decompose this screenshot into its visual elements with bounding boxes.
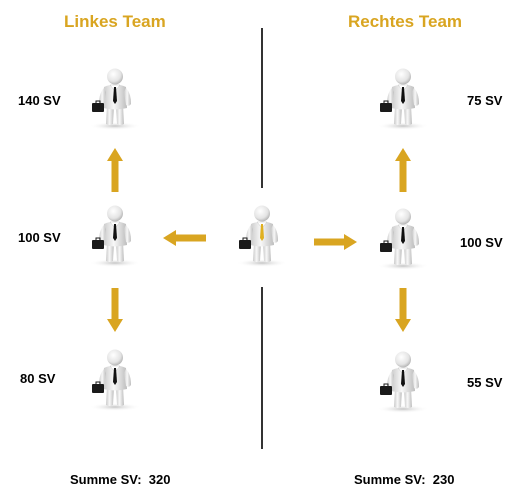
arrow-right-shaft: [314, 238, 345, 246]
briefcase-icon: [380, 386, 392, 395]
center-divider-bottom: [261, 287, 263, 449]
briefcase-handle: [242, 237, 248, 240]
briefcase-icon: [380, 103, 392, 112]
tie-icon: [401, 227, 405, 244]
tie-icon: [401, 87, 405, 104]
briefcase-icon: [239, 240, 251, 249]
businessman-figure: [373, 347, 433, 417]
briefcase-handle: [95, 100, 101, 103]
arrow-down-left-head: [107, 319, 123, 332]
arrow-down-right-icon: [395, 288, 411, 332]
tie-icon: [401, 370, 405, 387]
arrow-up-right-head: [395, 148, 411, 161]
arrow-up-left-head: [107, 148, 123, 161]
arrow-up-left-shaft: [111, 160, 119, 192]
right-team-title: Rechtes Team: [348, 12, 463, 31]
businessman-figure: [373, 204, 433, 274]
businessman-figure: [373, 64, 433, 134]
right-top-person-icon: [373, 64, 433, 134]
briefcase-icon: [92, 103, 104, 112]
briefcase-handle: [95, 237, 101, 240]
right-sum-label: Summe SV:: [354, 472, 426, 487]
right-bottom-person-icon: [373, 347, 433, 417]
briefcase-handle: [383, 383, 389, 386]
arrow-up-right-icon: [395, 148, 411, 192]
businessman-figure: [85, 345, 145, 415]
arrow-left-head: [163, 230, 176, 246]
arrow-down-left-icon: [107, 288, 123, 332]
left-sum-label: Summe SV:: [70, 472, 142, 487]
tie-icon: [260, 224, 264, 241]
businessman-figure: [85, 64, 145, 134]
right-sum: Summe SV: 230: [354, 472, 454, 487]
briefcase-icon: [92, 384, 104, 393]
briefcase-handle: [383, 100, 389, 103]
briefcase-icon: [92, 240, 104, 249]
arrow-up-left-icon: [107, 148, 123, 192]
tie-icon: [113, 224, 117, 241]
left-middle-person-icon: [85, 201, 145, 271]
tie-icon: [113, 368, 117, 385]
right-middle-person-icon: [373, 204, 433, 274]
left-team-title: Linkes Team: [64, 12, 166, 31]
businessman-figure: [85, 201, 145, 271]
arrow-down-right-shaft: [399, 288, 407, 320]
briefcase-handle: [383, 240, 389, 243]
left-bottom-value: 80 SV: [20, 371, 56, 386]
arrow-right-head: [344, 234, 357, 250]
arrow-right-icon: [314, 234, 357, 250]
left-sum: Summe SV: 320: [70, 472, 170, 487]
left-top-person-icon: [85, 64, 145, 134]
right-sum-value: 230: [432, 472, 455, 487]
arrow-left-shaft: [175, 234, 206, 242]
left-top-value: 140 SV: [18, 93, 61, 108]
businessman-figure: [232, 201, 292, 271]
arrow-left-icon: [163, 230, 206, 246]
arrow-down-right-head: [395, 319, 411, 332]
right-middle-value: 100 SV: [460, 235, 503, 250]
briefcase-handle: [95, 381, 101, 384]
tie-icon: [113, 87, 117, 104]
right-top-value: 75 SV: [467, 93, 503, 108]
arrow-down-left-shaft: [111, 288, 119, 320]
left-middle-value: 100 SV: [18, 230, 61, 245]
left-bottom-person-icon: [85, 345, 145, 415]
right-bottom-value: 55 SV: [467, 375, 503, 390]
center-divider-top: [261, 28, 263, 188]
left-sum-value: 320: [148, 472, 171, 487]
center-person-icon: [232, 201, 292, 271]
briefcase-icon: [380, 243, 392, 252]
arrow-up-right-shaft: [399, 160, 407, 192]
